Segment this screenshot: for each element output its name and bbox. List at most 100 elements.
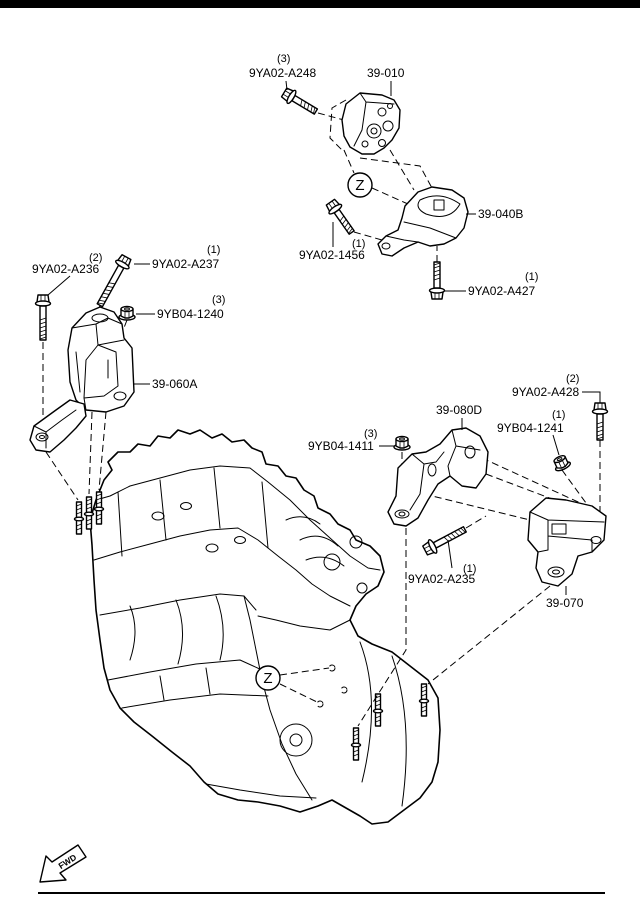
guide-line <box>357 528 407 727</box>
engine-stud-left <box>93 491 105 525</box>
bolt-9YA02-A427 <box>428 261 446 300</box>
guide-line <box>98 411 107 491</box>
callout-part-number: 9YA02-A428 <box>512 385 579 399</box>
right-bracket-39-080D <box>387 427 489 527</box>
intake-port <box>356 582 368 594</box>
bolt-9YA02-A236 <box>34 294 52 341</box>
callout-part-number: 9YB04-1241 <box>497 421 564 435</box>
spark-plug-boss <box>205 543 219 553</box>
bracket-body <box>387 427 489 527</box>
callout-part-number: 9YB04-1240 <box>157 307 224 321</box>
mount-top-face <box>417 195 461 217</box>
mount-hole-marker <box>316 700 324 708</box>
bolt-hole <box>366 123 382 139</box>
spark-plug-boss <box>234 536 246 544</box>
mount-edge <box>71 317 125 411</box>
guide-line <box>279 667 330 676</box>
bracket-hole <box>35 432 49 442</box>
guide-line <box>423 493 531 521</box>
leader-line <box>552 434 560 456</box>
callout-part-number: 9YA02-A235 <box>408 572 475 586</box>
mount-top-hole <box>91 313 109 323</box>
spark-plug-boss <box>180 502 192 510</box>
callout-quantity: (1) <box>552 409 565 421</box>
callout-part-number: 9YA02-A427 <box>468 284 535 298</box>
callout-labels: (3) 9YA02-A248 39-010 39-040B (1) 9YA02-… <box>32 53 584 610</box>
callout-quantity: (2) <box>566 373 579 385</box>
front-cover-edge <box>243 595 313 801</box>
cylinder-head-edge <box>93 527 351 607</box>
callout-part-number: 39-010 <box>367 66 405 80</box>
mount-body <box>527 497 607 587</box>
callout-part-number: 39-060A <box>152 377 197 391</box>
bell-housing-arc-inner <box>359 641 373 783</box>
mount-edge <box>385 221 457 243</box>
leader-line <box>582 391 601 403</box>
guide-line <box>88 411 93 495</box>
nut-9YB04-1411 <box>393 435 411 451</box>
transmission-flange <box>257 615 351 631</box>
oil-pan-edge <box>205 783 317 799</box>
mount-bushing <box>433 199 445 211</box>
engine-stud-left <box>73 501 85 535</box>
bolt-hole <box>378 139 386 147</box>
reference-mark-letter: Z <box>355 177 364 194</box>
callout-quantity: (1) <box>463 563 476 575</box>
guide-line <box>389 149 415 191</box>
top-border-bar <box>0 0 640 8</box>
left-mount-39-060A <box>29 306 135 453</box>
reference-mark-upper: Z <box>347 172 373 198</box>
leader-line <box>47 275 71 296</box>
right-mount-39-070 <box>527 497 607 587</box>
guide-line <box>343 149 355 174</box>
engine-stud-right <box>418 683 430 717</box>
intake-port <box>323 553 341 571</box>
engine-stud-right <box>350 727 362 761</box>
callout-part-number: 9YB04-1411 <box>308 439 374 453</box>
fwd-arrow-icon: FWD <box>39 844 87 883</box>
block-rib-lines <box>129 595 224 701</box>
bracket-hole <box>398 511 406 517</box>
bolt-9YA02-A428 <box>591 402 609 441</box>
spark-plug-boss <box>151 511 165 521</box>
callout-part-number: 39-080D <box>436 403 482 417</box>
reference-mark-circle <box>255 665 281 691</box>
leader-line <box>447 539 453 569</box>
mount-hole <box>590 536 602 544</box>
callout-part-number: 9YA02-A236 <box>32 262 99 276</box>
bracket-edge <box>353 92 395 147</box>
callout-quantity: (3) <box>364 428 377 440</box>
engine-outline <box>89 429 441 825</box>
block-deck-line <box>99 593 257 616</box>
mount-hole-marker <box>328 664 336 672</box>
leader-lines <box>47 80 601 595</box>
bolt-9YA02-A235 <box>420 522 470 558</box>
nut-9YB04-1240 <box>118 305 136 321</box>
bolt-hole <box>377 107 387 117</box>
upper-bracket-39-010 <box>329 92 401 155</box>
callout-part-number: 9YA02-1456 <box>299 248 365 262</box>
bracket-body <box>341 92 401 155</box>
bolt-hole <box>361 140 369 148</box>
engine-assembly <box>89 429 441 825</box>
guide-line <box>427 585 551 685</box>
block-rib-upper <box>107 659 263 681</box>
bolt-hole <box>387 103 393 109</box>
callout-quantity: (1) <box>525 271 538 283</box>
fwd-arrow-shape <box>39 844 87 883</box>
mount-bushing <box>551 523 567 535</box>
reference-mark-circle <box>347 172 373 198</box>
bolt-hole <box>370 127 378 135</box>
bolt-hole <box>382 120 394 132</box>
bracket-hole <box>39 435 45 439</box>
bell-housing-arc-outer <box>391 655 407 807</box>
mount-hole <box>381 242 391 250</box>
mount-rib <box>75 351 109 393</box>
nut-9YB04-1241 <box>550 452 573 474</box>
guide-line <box>465 515 487 529</box>
bracket-hole <box>464 445 476 459</box>
leader-line <box>285 80 288 91</box>
guide-line <box>371 187 409 205</box>
bracket-edge <box>409 429 481 511</box>
head-rib-lines <box>117 467 269 557</box>
